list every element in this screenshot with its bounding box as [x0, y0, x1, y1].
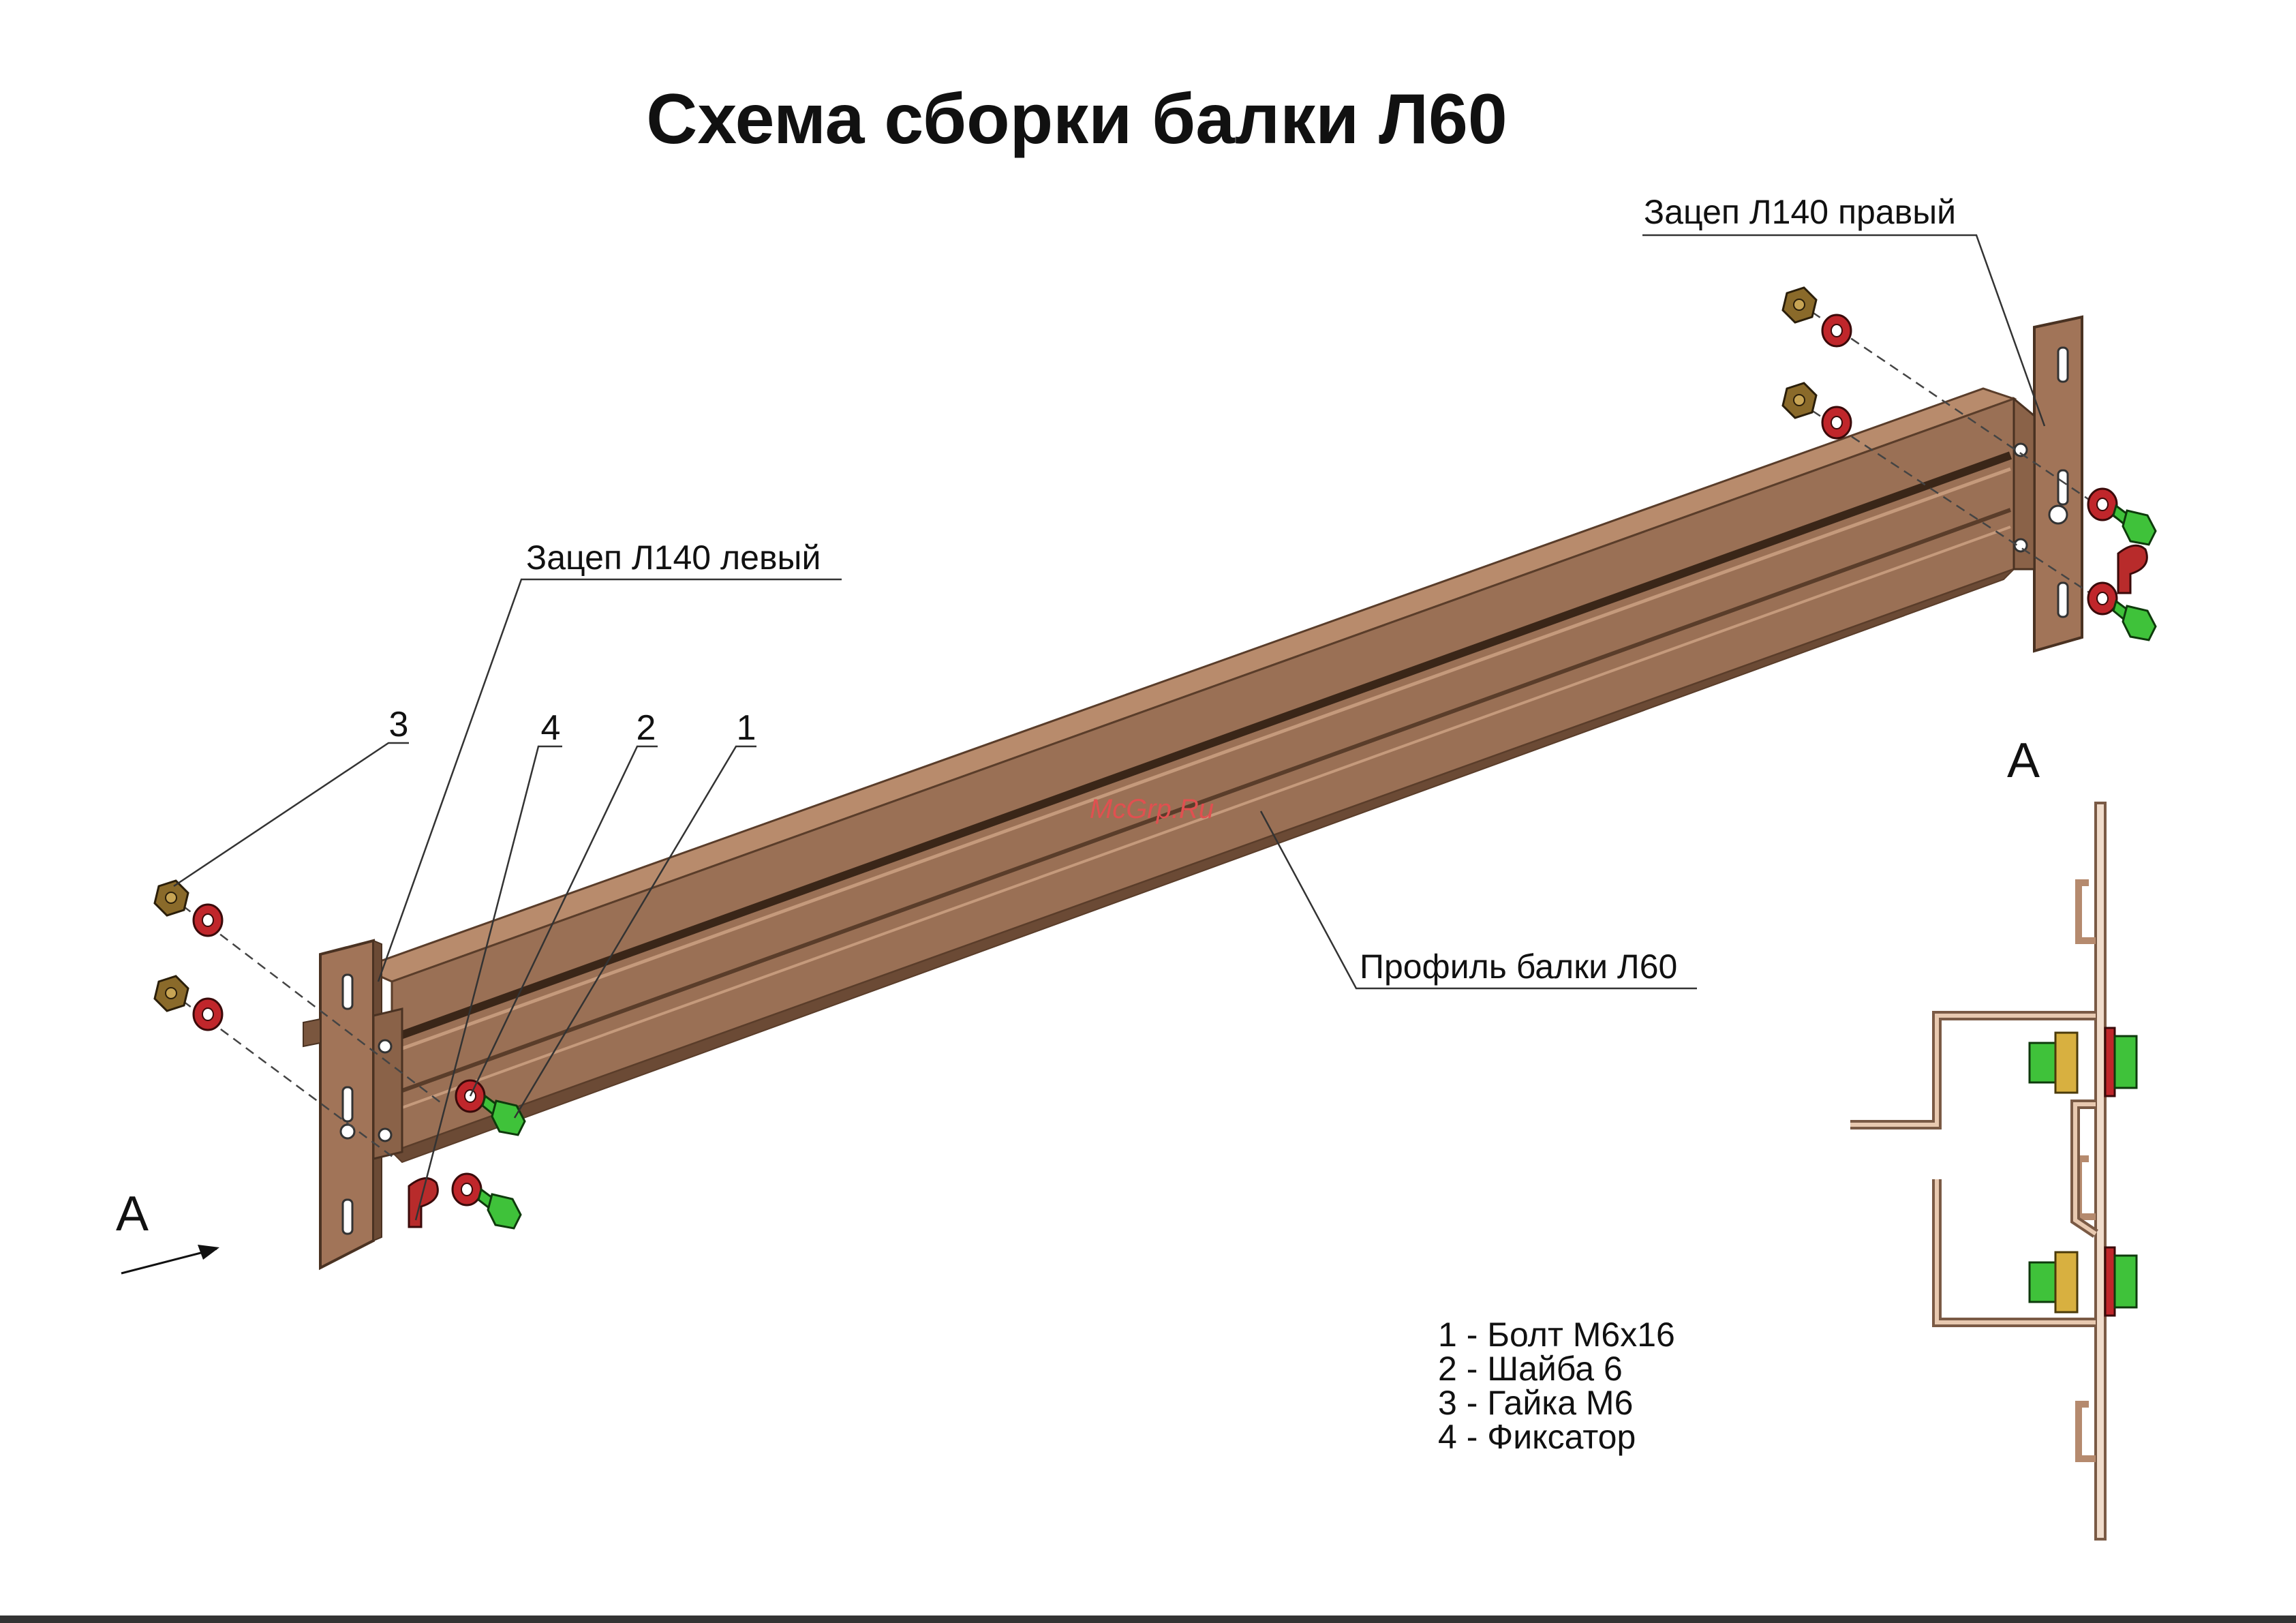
label-hook-left: Зацеп Л140 левый — [526, 539, 821, 577]
legend-item: 1 - Болт М6х16 — [1438, 1316, 1675, 1354]
callout-1: 1 — [737, 708, 756, 748]
watermark: McGrp.Ru — [1090, 794, 1214, 824]
diagram-title: Схема сборки балки Л60 — [646, 80, 1507, 159]
section-view-a — [1850, 803, 2137, 1539]
washer-icon — [1822, 407, 1851, 438]
page-bottom-border — [0, 1616, 2296, 1623]
washer-icon — [2105, 1028, 2115, 1096]
bolt-icon — [2030, 1252, 2077, 1312]
view-marker-section: A — [2007, 733, 2040, 788]
nut-icon — [2115, 1036, 2137, 1088]
left-hook-bracket — [303, 941, 402, 1268]
bolt-icon — [2030, 1033, 2077, 1093]
nut-icon — [1783, 383, 1816, 418]
washer-icon — [2105, 1247, 2115, 1316]
bolt-icon — [478, 1189, 521, 1228]
callout-3: 3 — [389, 705, 409, 744]
view-marker-left: A — [116, 1187, 149, 1241]
callout-4: 4 — [541, 708, 561, 748]
label-hook-right: Зацеп Л140 правый — [1644, 193, 1956, 231]
nut-icon — [155, 976, 188, 1011]
washer-icon — [2088, 583, 2117, 614]
bolt-icon — [2113, 506, 2156, 545]
legend-item: 4 - Фиксатор — [1438, 1418, 1636, 1456]
washer-icon — [194, 905, 222, 936]
fixer-icon — [2118, 545, 2147, 593]
nut-icon — [1783, 288, 1816, 322]
legend-item: 3 - Гайка М6 — [1438, 1384, 1633, 1422]
washer-icon — [453, 1174, 481, 1205]
parts-legend: 1 - Болт М6х16 2 - Шайба 6 3 - Гайка М6 … — [1438, 1316, 1675, 1456]
fixer-icon — [409, 1179, 438, 1227]
label-profile: Профиль балки Л60 — [1360, 947, 1677, 986]
callout-2: 2 — [637, 708, 656, 748]
nut-icon — [2115, 1256, 2137, 1307]
nut-icon — [155, 881, 188, 915]
legend-item: 2 - Шайба 6 — [1438, 1350, 1623, 1388]
washer-icon — [194, 999, 222, 1030]
view-arrow-icon — [121, 1245, 219, 1273]
washer-icon — [1822, 315, 1851, 346]
bolt-icon — [2113, 601, 2156, 640]
beam-profile — [361, 389, 2014, 1162]
